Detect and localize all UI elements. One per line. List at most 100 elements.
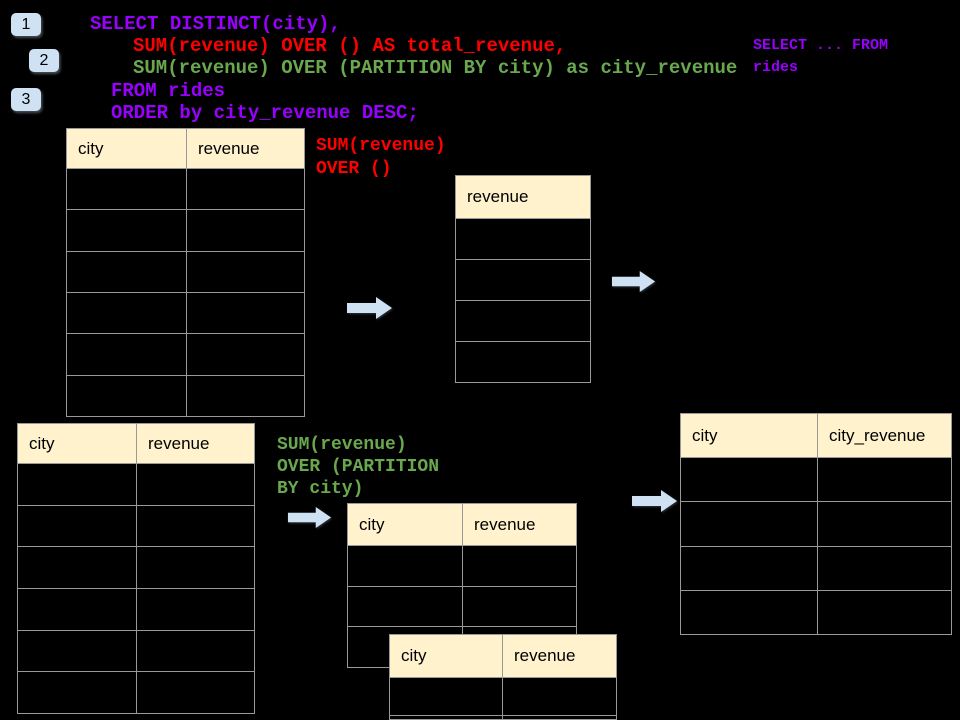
step-badge-2: 2 <box>29 49 59 72</box>
column-header-revenue: revenue <box>514 646 576 665</box>
right-arrow-icon <box>287 506 332 529</box>
table-cell <box>137 631 254 672</box>
table-header-row: city revenue <box>18 424 254 464</box>
table-row <box>18 504 254 547</box>
table-row <box>67 291 304 334</box>
step-badge-3: 3 <box>11 88 41 111</box>
column-header-city: city <box>18 424 137 463</box>
table-cell <box>348 546 463 586</box>
table-cell <box>137 506 254 547</box>
table-cell <box>187 169 304 209</box>
table-row <box>18 671 254 714</box>
column-header-city: city <box>390 635 503 677</box>
sql-line-sum-partition: SUM(revenue) OVER (PARTITION BY city) as… <box>133 57 738 79</box>
table-cell <box>18 589 137 630</box>
table-cell <box>818 502 951 545</box>
table-row <box>67 333 304 375</box>
table-cell <box>818 547 951 590</box>
sql-line-order-by: ORDER by city_revenue DESC; <box>111 102 419 124</box>
table-rides-source-top: city revenue <box>66 128 305 417</box>
table-cell <box>18 630 137 672</box>
table-row <box>681 589 951 634</box>
column-header-city-revenue: city_revenue <box>829 425 926 445</box>
sql-line-select: SELECT DISTINCT(city), <box>90 13 341 35</box>
table-cell <box>681 458 818 502</box>
table-cell <box>456 342 590 382</box>
table-cell <box>456 219 590 259</box>
table-partition-back: city revenue <box>347 503 577 668</box>
table-partition-front: city revenue <box>389 634 617 720</box>
table-header-row: city revenue <box>67 129 304 169</box>
table-row <box>681 458 951 502</box>
table-row <box>681 501 951 546</box>
column-header-city: city <box>681 414 818 457</box>
table-cell <box>67 210 187 251</box>
table-row <box>67 250 304 292</box>
table-cell <box>390 716 503 719</box>
right-arrow-icon <box>611 270 656 293</box>
table-row <box>18 629 254 672</box>
table-cell <box>681 590 818 634</box>
annotation-total-window: SUM(revenue) OVER () <box>316 136 446 179</box>
table-cell <box>137 547 254 588</box>
table-header-row: city revenue <box>348 504 576 546</box>
table-cell <box>818 591 951 634</box>
table-cell <box>503 678 616 715</box>
column-header-revenue: revenue <box>467 187 529 206</box>
table-row <box>67 209 304 251</box>
table-rides-source-bottom: city revenue <box>17 423 255 714</box>
table-cell <box>187 252 304 292</box>
table-row <box>18 464 254 505</box>
table-cell <box>18 505 137 547</box>
step-badge-1: 1 <box>11 13 41 36</box>
table-cell <box>463 546 576 586</box>
table-row <box>456 300 590 341</box>
table-cell <box>390 678 503 715</box>
table-cell <box>187 210 304 250</box>
table-cell <box>137 464 254 505</box>
right-arrow-icon <box>347 297 392 319</box>
table-row <box>348 546 576 586</box>
table-cell <box>67 292 187 334</box>
table-cell <box>187 376 304 416</box>
table-row <box>67 169 304 210</box>
table-row <box>681 545 951 590</box>
table-row <box>348 585 576 627</box>
table-cell <box>137 672 254 713</box>
table-header-row: city city_revenue <box>681 414 951 458</box>
table-row <box>456 341 590 382</box>
table-cell <box>463 587 576 627</box>
table-cell <box>137 589 254 630</box>
table-cell <box>18 547 137 589</box>
sql-line-from: FROM rides <box>111 80 226 102</box>
right-arrow-icon <box>632 490 677 512</box>
table-cell <box>503 716 616 719</box>
table-cell <box>67 251 187 292</box>
column-header-revenue: revenue <box>474 514 536 534</box>
side-note-select-from-rides: SELECT ... FROM rides <box>753 37 889 76</box>
table-header-row: revenue <box>456 176 590 219</box>
table-row <box>456 259 590 300</box>
table-cell <box>456 301 590 341</box>
table-cell <box>818 458 951 501</box>
table-cell <box>681 502 818 546</box>
table-city-revenue-result: city city_revenue <box>680 413 952 635</box>
table-cell <box>67 375 187 416</box>
table-cell <box>18 672 137 714</box>
table-cell <box>456 260 590 300</box>
table-row <box>67 374 304 416</box>
table-row <box>390 678 616 715</box>
table-header-row: city revenue <box>390 635 616 678</box>
table-cell <box>681 546 818 590</box>
table-row <box>456 219 590 259</box>
table-cell <box>18 464 137 505</box>
sql-line-sum-over: SUM(revenue) OVER () AS total_revenue, <box>133 35 567 57</box>
column-header-city: city <box>67 129 187 168</box>
table-row <box>18 588 254 630</box>
table-cell <box>187 334 304 374</box>
column-header-city: city <box>348 504 463 545</box>
table-cell <box>348 586 463 627</box>
column-header-revenue: revenue <box>148 433 210 453</box>
table-cell <box>187 293 304 333</box>
